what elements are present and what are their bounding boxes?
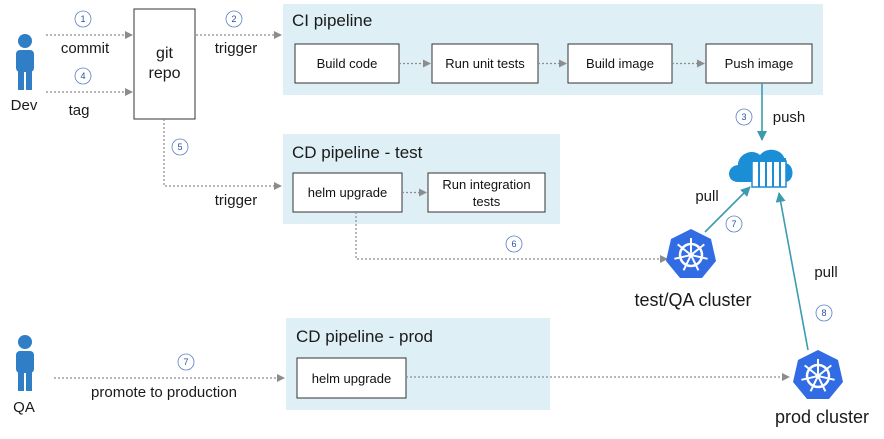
prod-cluster-label: prod cluster <box>775 407 869 427</box>
step-badge-commit <box>74 10 92 28</box>
test-cluster-label: test/QA cluster <box>634 290 751 310</box>
git-repo-label-line1: git <box>156 45 173 62</box>
ci-step-push-image <box>705 43 813 84</box>
step-badge-trigger-ci <box>225 10 243 28</box>
ci-step-build-image <box>567 43 673 84</box>
cd-test-run-integration-label-1: Run integration <box>442 177 530 192</box>
step-number-trigger-ci: 2 <box>231 14 236 24</box>
step-number-pull-prod: 8 <box>821 308 826 318</box>
cd-prod-title: CD pipeline - prod <box>296 327 433 346</box>
qa-actor-icon <box>16 335 34 391</box>
step-badge-deploy-test <box>505 235 523 253</box>
dev-label: Dev <box>11 97 38 114</box>
step-badge-pull-test <box>725 215 743 233</box>
ci-pipeline-title: CI pipeline <box>292 11 372 30</box>
ci-step-build-image-label: Build image <box>586 56 654 71</box>
test-cluster-kubernetes-icon <box>666 229 716 278</box>
cd-test-helm-upgrade <box>292 172 403 213</box>
step-number-push: 3 <box>741 112 746 122</box>
step-number-promote: 7 <box>183 357 188 367</box>
label-pull-test: pull <box>695 188 718 205</box>
cd-test-title: CD pipeline - test <box>292 143 423 162</box>
ci-step-push-image-label: Push image <box>725 56 794 71</box>
prod-cluster-kubernetes-icon <box>793 350 843 399</box>
step-number-commit: 1 <box>80 14 85 24</box>
step-badge-pull-prod <box>815 304 833 322</box>
step-badge-trigger-cd <box>171 138 189 156</box>
arrow-trigger-cd <box>163 119 282 190</box>
arrow-pull-prod <box>775 192 809 351</box>
step-number-tag: 4 <box>80 71 85 81</box>
cd-test-helm-upgrade-label: helm upgrade <box>308 185 388 200</box>
arrow-pull-test <box>704 186 751 233</box>
label-pull-prod: pull <box>814 264 837 281</box>
git-repo-label-line2: repo <box>148 65 180 82</box>
git-repo-box <box>133 8 196 120</box>
cd-test-run-integration <box>427 172 546 213</box>
cd-test-run-integration-label-2: tests <box>473 194 501 209</box>
step-number-trigger-cd: 5 <box>177 142 182 152</box>
container-registry-icon <box>729 149 793 188</box>
label-commit: commit <box>61 40 110 57</box>
step-badge-promote <box>177 353 195 371</box>
step-badge-push <box>735 108 753 126</box>
cd-prod-helm-upgrade-label: helm upgrade <box>312 371 392 386</box>
label-promote: promote to production <box>91 384 237 401</box>
ci-step-run-unit-tests <box>431 43 539 84</box>
ci-step-build-code-label: Build code <box>317 56 378 71</box>
label-trigger-cd: trigger <box>215 192 258 209</box>
step-number-deploy-test: 6 <box>511 239 516 249</box>
label-push: push <box>773 109 806 126</box>
label-trigger-ci: trigger <box>215 40 258 57</box>
qa-label: QA <box>13 399 35 416</box>
dev-actor-icon <box>16 34 34 90</box>
label-tag: tag <box>69 102 90 119</box>
step-number-pull-test: 7 <box>731 219 736 229</box>
step-badge-tag <box>74 67 92 85</box>
ci-step-run-unit-tests-label: Run unit tests <box>445 56 525 71</box>
cd-prod-helm-upgrade <box>296 357 407 399</box>
